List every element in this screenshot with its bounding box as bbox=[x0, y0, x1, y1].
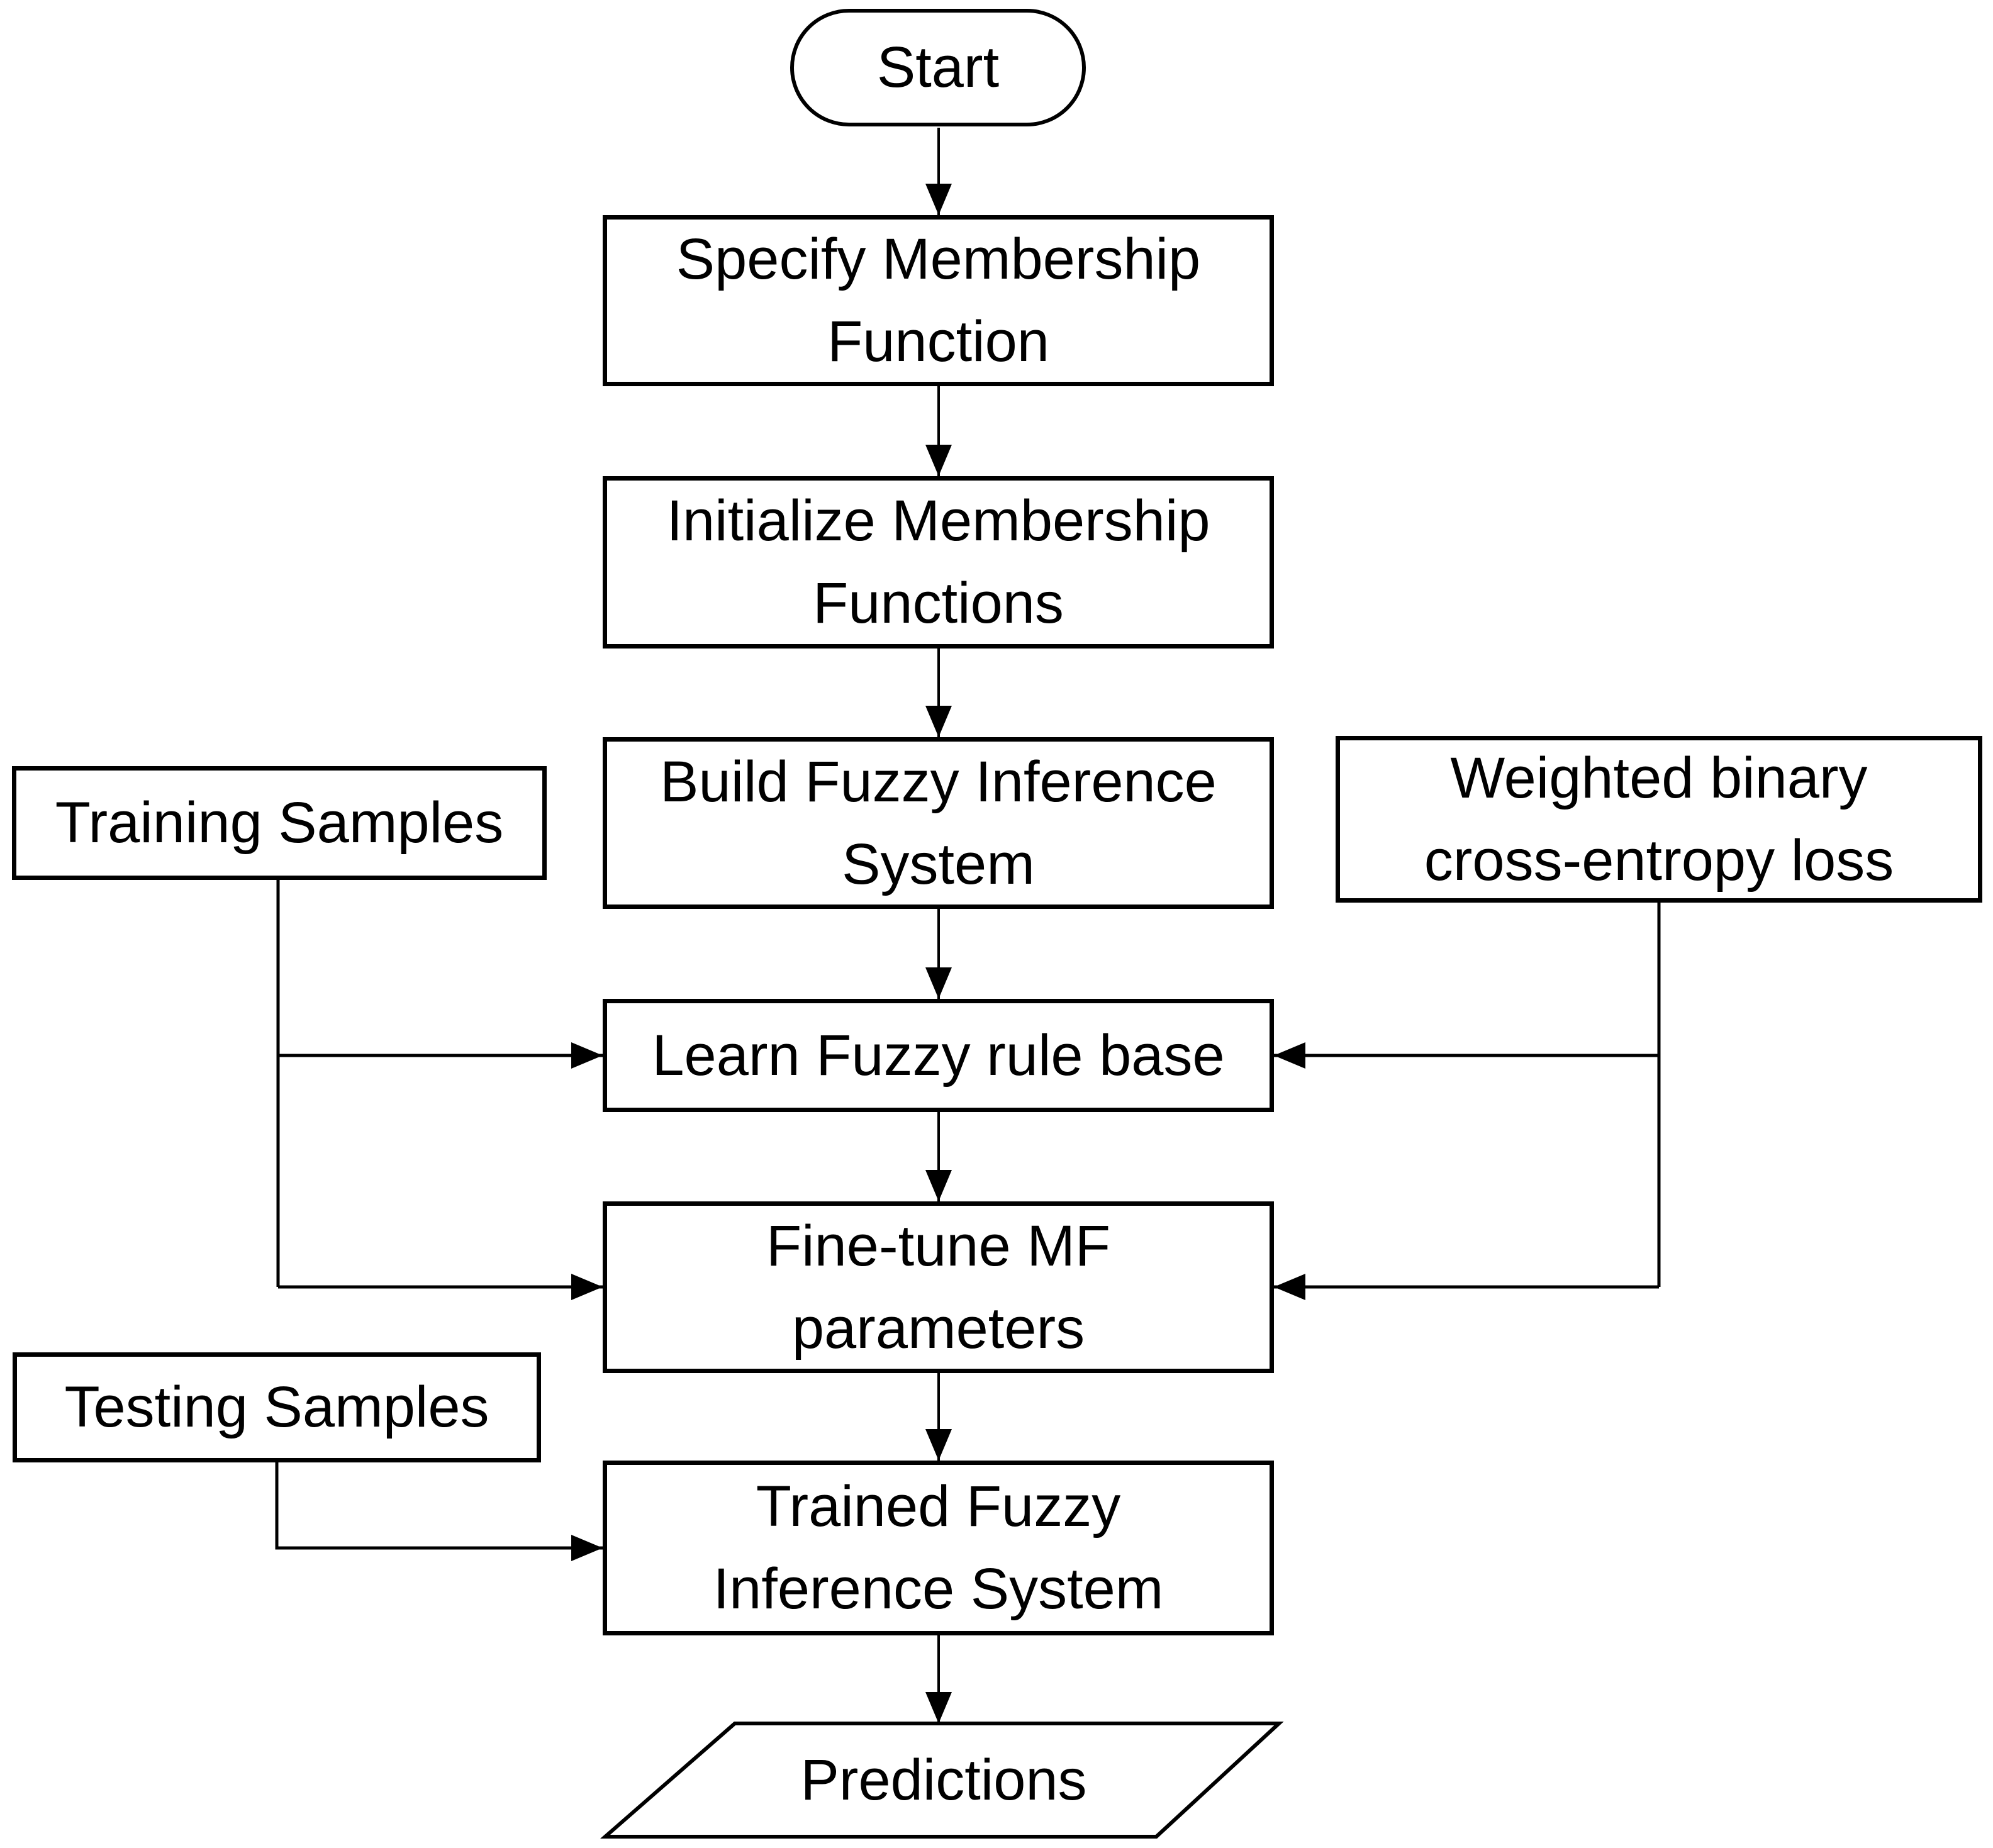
node-finetune-label: Fine-tune MF parameters bbox=[766, 1213, 1111, 1361]
predictions-parallelogram bbox=[600, 1722, 1284, 1839]
node-fine-tune-mf-parameters: Fine-tune MF parameters bbox=[603, 1201, 1274, 1373]
node-specify-membership-function: Specify Membership Function bbox=[603, 215, 1274, 386]
node-training-samples: Training Samples bbox=[12, 766, 547, 880]
node-initialize-membership-functions: Initialize Membership Functions bbox=[603, 476, 1274, 648]
node-training-label: Training Samples bbox=[55, 791, 504, 855]
node-trained-label: Trained Fuzzy Inference System bbox=[713, 1474, 1164, 1621]
node-start-label: Start bbox=[876, 35, 1000, 100]
node-weighted-binary-cross-entropy-loss: Weighted binary cross-entropy loss bbox=[1336, 736, 1982, 903]
node-build-label: Build Fuzzy Inference System bbox=[660, 749, 1217, 896]
node-initialize-label: Initialize Membership Functions bbox=[666, 489, 1210, 635]
node-predictions-label: Predictions bbox=[800, 1747, 1087, 1812]
node-trained-fuzzy-inference-system: Trained Fuzzy Inference System bbox=[603, 1461, 1274, 1635]
node-build-fuzzy-inference-system: Build Fuzzy Inference System bbox=[603, 737, 1274, 909]
node-start: Start bbox=[790, 9, 1086, 126]
node-learn-label: Learn Fuzzy rule base bbox=[652, 1023, 1225, 1088]
node-testing-samples: Testing Samples bbox=[13, 1352, 541, 1462]
node-predictions: Predictions bbox=[692, 1727, 1195, 1834]
node-learn-fuzzy-rule-base: Learn Fuzzy rule base bbox=[603, 999, 1274, 1112]
arrow-testing-to-trained bbox=[275, 1462, 603, 1561]
node-weighted-label: Weighted binary cross-entropy loss bbox=[1424, 745, 1894, 893]
node-testing-label: Testing Samples bbox=[64, 1375, 489, 1440]
node-specify-label: Specify Membership Function bbox=[676, 227, 1201, 374]
